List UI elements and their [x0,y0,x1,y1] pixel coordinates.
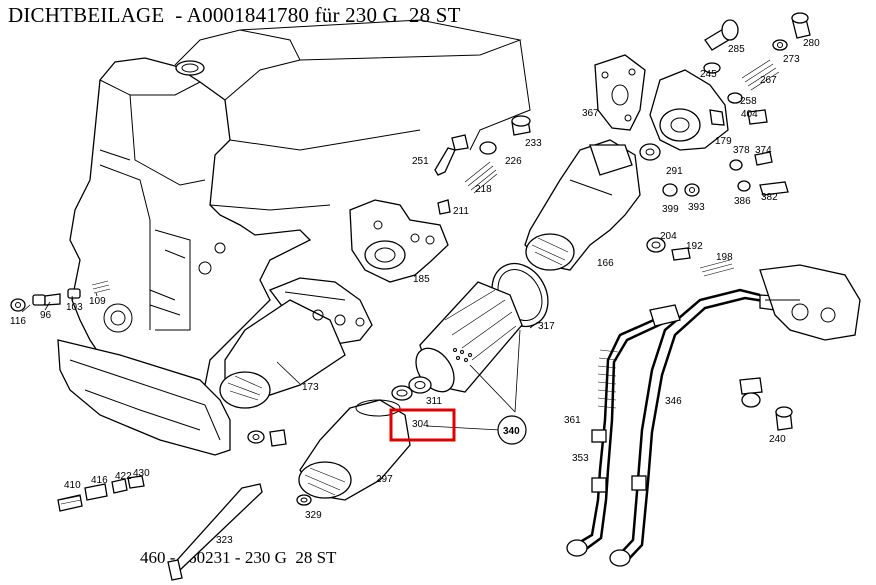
callout-404: 404 [741,109,758,120]
callout-179: 179 [715,136,732,147]
callout-346: 346 [665,396,682,407]
callout-103: 103 [66,302,83,313]
filter-head-185 [349,199,449,283]
callout-116: 116 [10,316,26,327]
housing-179 [649,69,729,151]
callout-386: 386 [734,196,751,207]
callout-211: 211 [453,206,469,217]
callout-245: 245 [700,69,717,80]
callout-382: 382 [761,192,778,203]
callout-185: 185 [413,274,430,285]
callout-361: 361 [564,415,581,426]
callout-218: 218 [475,184,492,195]
callout-273: 273 [783,54,800,65]
callout-173: 173 [302,382,319,393]
gasket-ring-304 [391,385,413,401]
callout-204: 204 [660,231,677,242]
callout-422: 422 [115,471,132,482]
callout-399: 399 [662,204,679,215]
highlight-box-304[interactable] [389,408,456,442]
bottom-left-parts [57,475,145,512]
top-center-small-parts [434,115,531,215]
filter-housing-173 [219,277,373,409]
leader-lines [21,292,539,431]
callout-198: 198 [716,252,733,263]
engine-block-drawing [57,19,531,456]
callout-285: 285 [728,44,745,55]
mount-bracket-right [759,264,861,341]
callout-109: 109 [89,296,106,307]
callout-430: 430 [133,468,150,479]
callout-311: 311 [426,396,442,407]
callout-280: 280 [803,38,820,49]
callout-323: 323 [216,535,233,546]
filter-housing-297 [298,399,411,501]
callout-410: 410 [64,480,81,491]
fitting-240 [775,406,793,431]
callout-251: 251 [412,156,429,167]
callout-233: 233 [525,138,542,149]
callout-416: 416 [91,475,108,486]
callout-340-circle [497,415,527,445]
callout-labels: 280 285 273 245 267 258 367 404 179 233 … [10,38,820,546]
callout-367: 367 [582,108,599,119]
gasket-367 [594,54,646,131]
callout-267: 267 [760,75,777,86]
callout-240: 240 [769,434,786,445]
callout-291: 291 [666,166,683,177]
callout-329: 329 [305,510,322,521]
oil-pipes [566,288,776,567]
top-right-small-parts [639,12,811,277]
callout-378: 378 [733,145,750,156]
callout-340: 340 [503,426,520,437]
callout-393: 393 [688,202,705,213]
callout-317: 317 [538,321,555,332]
callout-297: 297 [376,474,393,485]
callout-192: 192 [686,241,703,252]
bottom-small-parts [167,429,312,581]
callout-304: 304 [412,419,429,430]
callout-374: 374 [755,145,772,156]
callout-166: 166 [597,258,614,269]
filter-housing-166 [524,139,641,271]
callout-96: 96 [40,310,52,321]
seal-311 [408,376,432,394]
callout-353: 353 [572,453,589,464]
left-small-parts [10,280,111,312]
callout-258: 258 [740,96,757,107]
callout-226: 226 [505,156,522,167]
filter-element-340 [415,281,523,393]
